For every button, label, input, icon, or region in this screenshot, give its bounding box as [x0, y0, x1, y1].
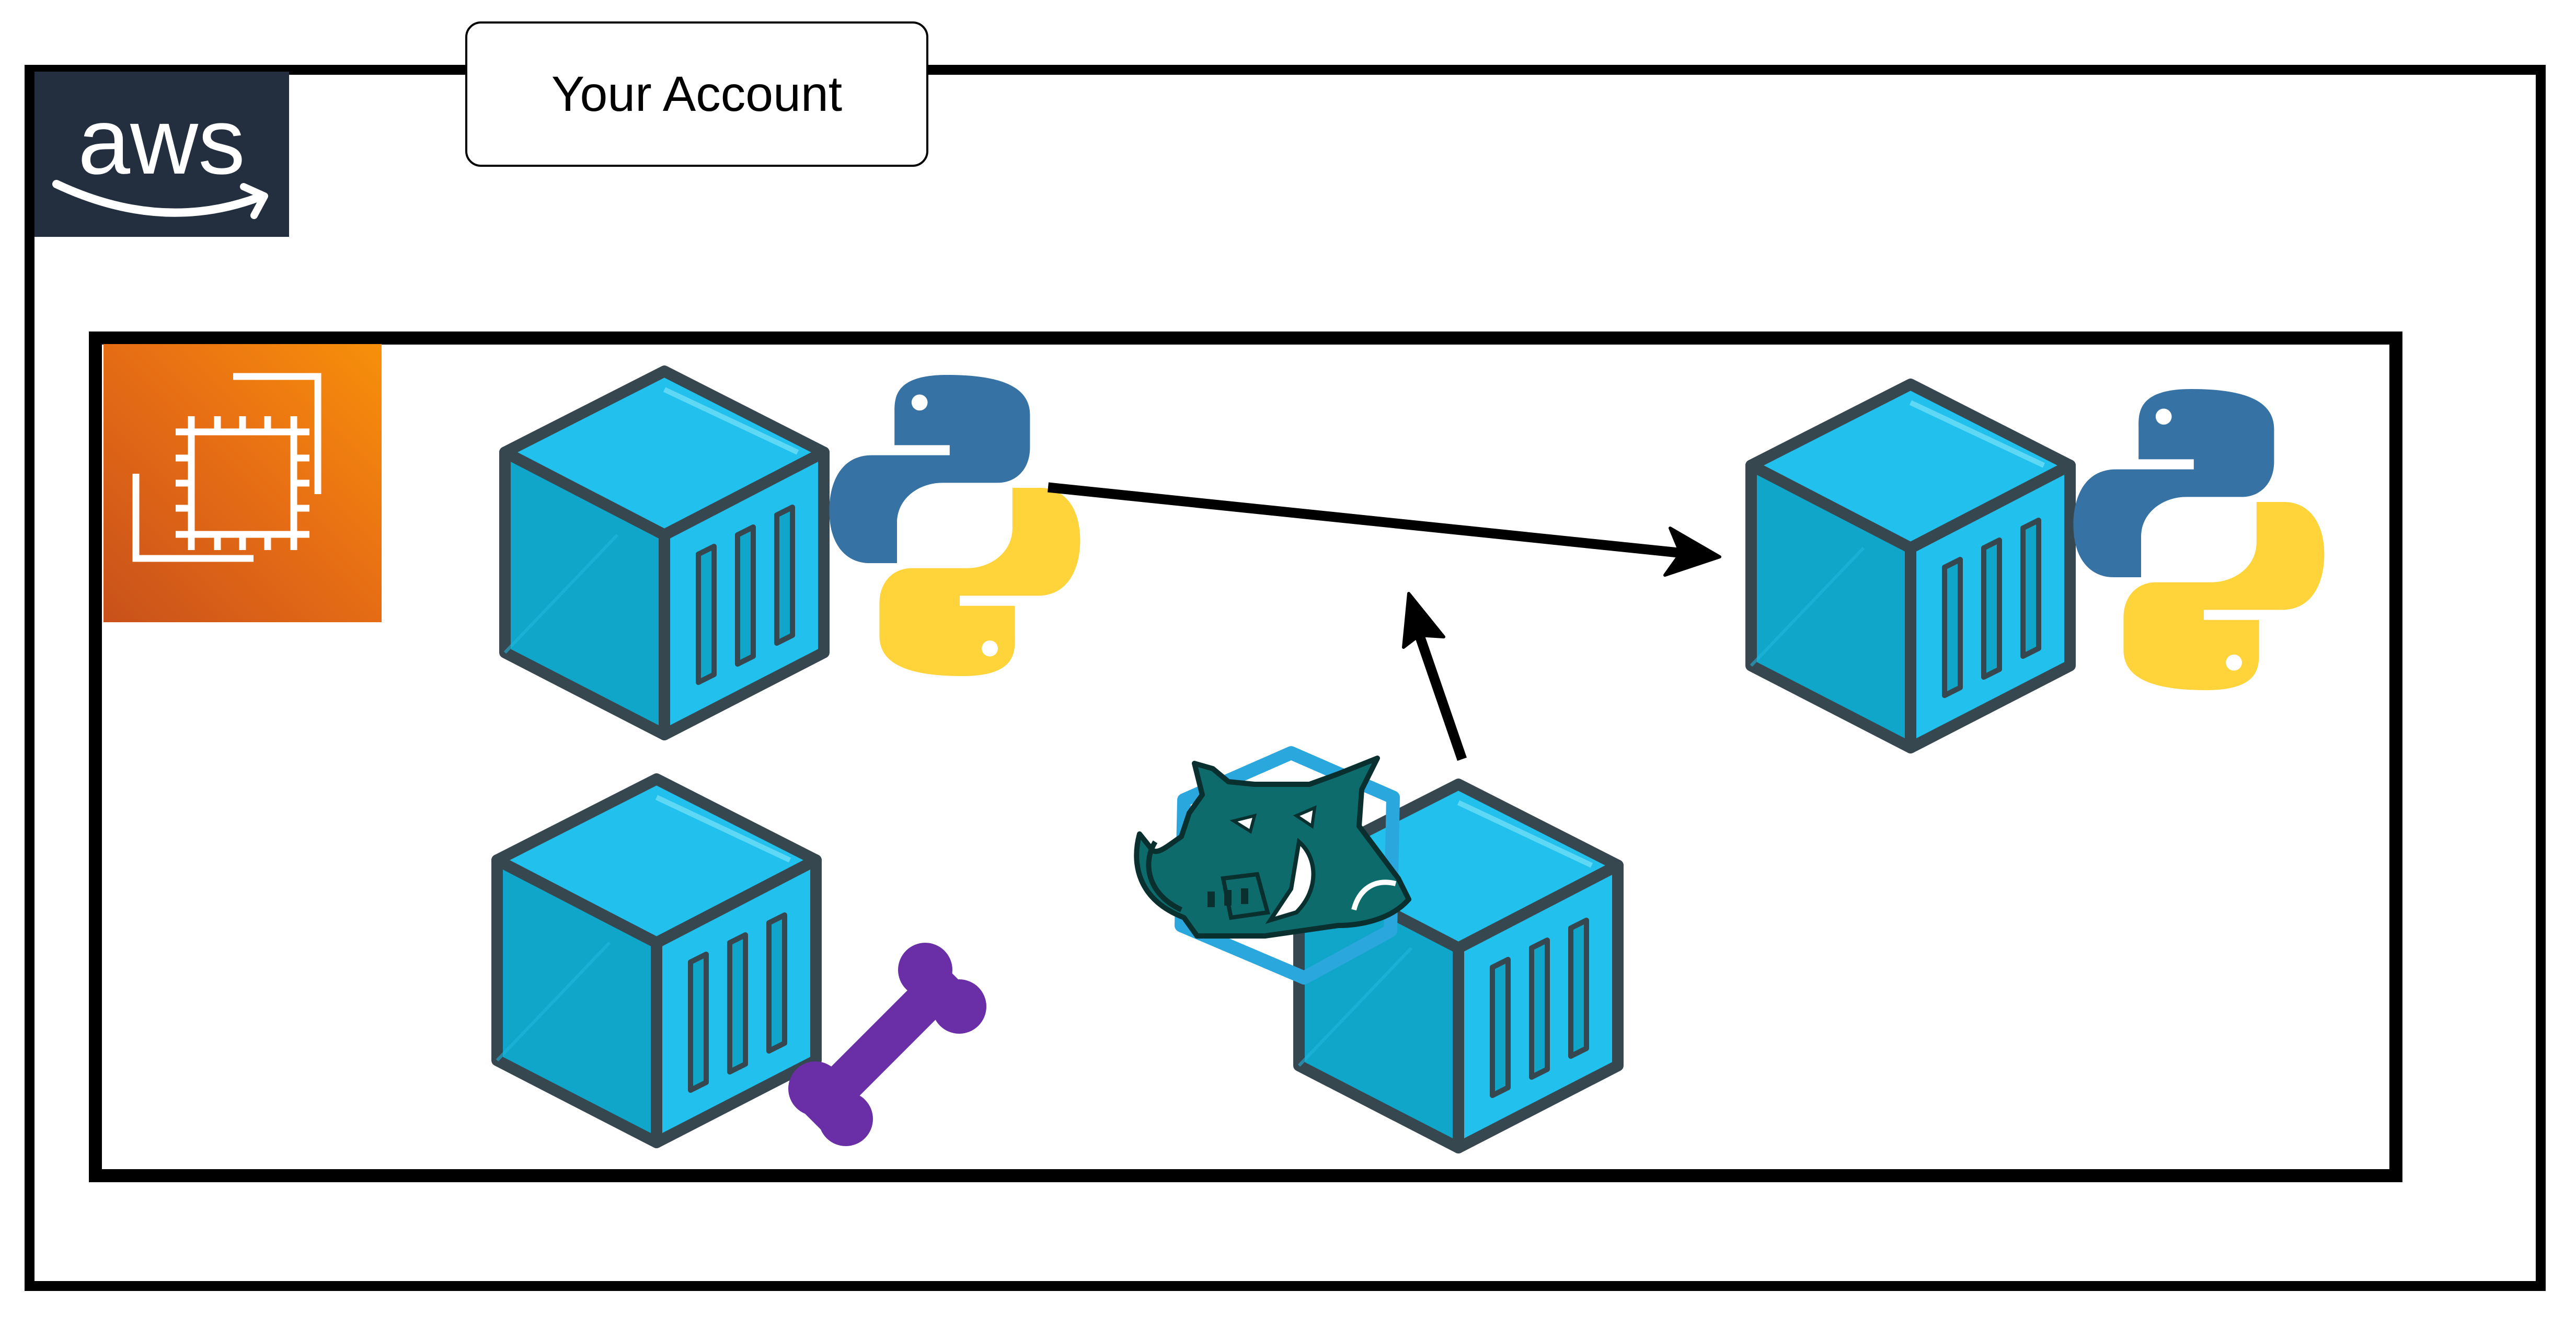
- ec2-icon: [104, 344, 382, 622]
- python-icon: [829, 375, 1080, 676]
- ec2-instance-boundary: [89, 332, 2402, 1182]
- account-label: Your Account: [465, 21, 928, 167]
- aws-logo: aws: [34, 72, 289, 237]
- container-icon: [1751, 384, 2070, 748]
- upward-arrow: [1402, 592, 1467, 761]
- python-icon: [2073, 389, 2325, 690]
- aws-logo-text: aws: [78, 89, 245, 194]
- container-icon: [505, 371, 824, 735]
- bone-icon: [788, 943, 986, 1146]
- boar-hexagon-icon: [1134, 746, 1411, 985]
- connection-arrow: [1048, 482, 1721, 577]
- container-icon: [497, 779, 816, 1142]
